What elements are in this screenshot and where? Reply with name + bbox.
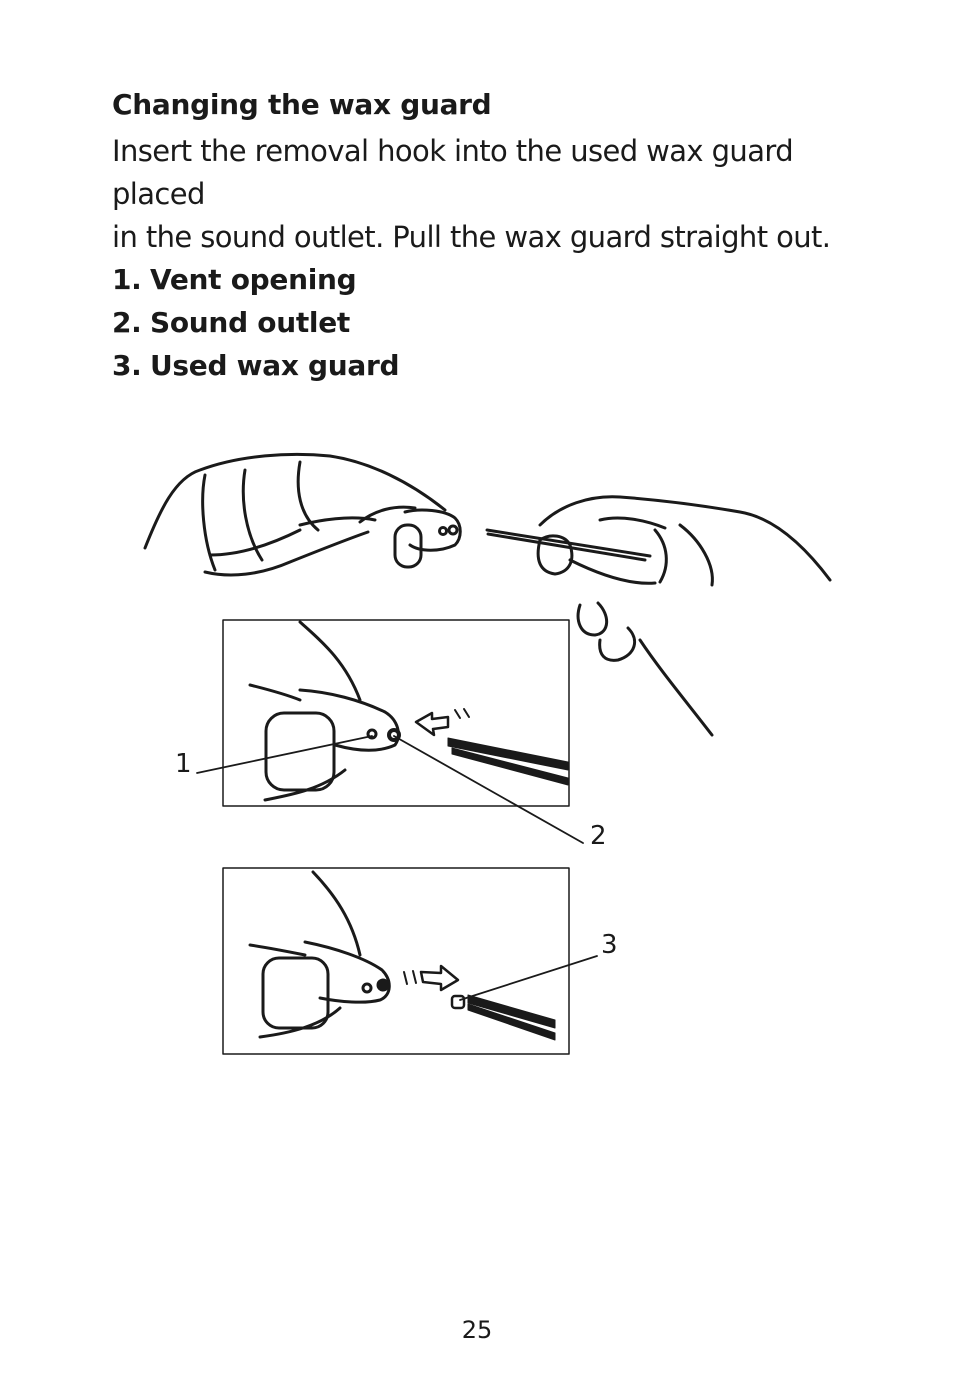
callout-1: 1 (175, 749, 192, 779)
list-item-label: Used wax guard (150, 349, 400, 382)
list-item: 2. Sound outlet (112, 301, 399, 344)
list-item: 3. Used wax guard (112, 344, 400, 387)
wax-guard-illustration: 1 2 3 (143, 452, 832, 1055)
instruction-text: Insert the removal hook into the used wa… (112, 130, 892, 259)
list-item-number: 1. (112, 263, 142, 296)
list-item-number: 2. (112, 306, 142, 339)
list-item-label: Vent opening (150, 263, 357, 296)
list-item-label: Sound outlet (150, 306, 350, 339)
parts-list: 1. Vent opening 2. Sound outlet 3. Used … (112, 258, 400, 387)
instruction-line-2: in the sound outlet. Pull the wax guard … (112, 220, 831, 254)
list-item: 1. Vent opening (112, 258, 399, 301)
right-hand-with-hook (485, 495, 832, 737)
callout-2: 2 (590, 821, 607, 851)
page-number: 25 (461, 1316, 493, 1344)
callout-3: 3 (601, 930, 618, 960)
detail-panel-insert-hook (196, 619, 584, 844)
detail-panel-pull-out (222, 867, 598, 1055)
list-item-number: 3. (112, 349, 142, 382)
left-hand-with-hearing-aid (143, 452, 462, 577)
instruction-line-1: Insert the removal hook into the used wa… (112, 134, 794, 211)
section-heading: Changing the wax guard (112, 88, 492, 121)
